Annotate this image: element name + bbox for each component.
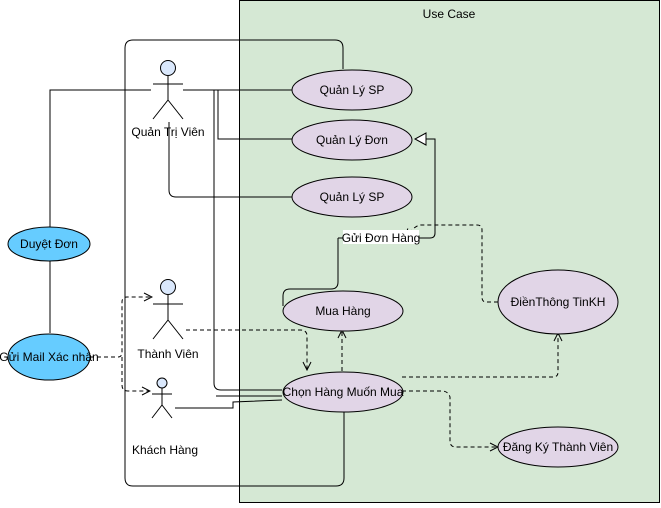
actor-customer-head	[156, 377, 168, 389]
edge-mail-member	[90, 297, 152, 358]
usecase-register-member-label: Đăng Ký Thành Viên	[503, 440, 613, 454]
edge-fillinfo-send-order	[405, 224, 498, 303]
usecase-manage-product-2[interactable]: Quản Lý SP	[291, 176, 413, 218]
actor-customer[interactable]: Khách Hàng	[132, 377, 198, 457]
edge-choose-fillinfo	[402, 333, 558, 378]
usecase-choose-goods-label: Chọn Hàng Muốn Mua	[283, 385, 404, 399]
actor-member[interactable]: Thành Viên	[137, 279, 199, 362]
edge-send-order-qldon	[338, 132, 436, 239]
edge-label-bg	[343, 230, 419, 244]
actor-admin-head	[160, 60, 176, 76]
usecase-manage-product-1[interactable]: Quản Lý SP	[291, 69, 413, 111]
usecase-register-member[interactable]: Đăng Ký Thành Viên	[497, 426, 619, 468]
external-approve-order[interactable]: Duyệt Đơn	[7, 226, 91, 262]
usecase-manage-product-2-label: Quản Lý SP	[320, 190, 385, 204]
actor-admin[interactable]: Quản Trị Viên	[131, 60, 205, 140]
edge-loop-top	[124, 39, 345, 487]
actor-member-head	[160, 279, 176, 295]
actor-admin-body	[152, 76, 184, 120]
actor-admin-label: Quản Trị Viên	[131, 125, 204, 139]
usecase-manage-order[interactable]: Quản Lý Đơn	[291, 119, 413, 161]
usecase-choose-goods[interactable]: Chọn Hàng Muốn Mua	[282, 371, 404, 413]
external-send-mail[interactable]: Gửi Mail Xác nhận	[0, 333, 99, 381]
actor-member-label: Thành Viên	[137, 347, 198, 361]
actor-customer-label: Khách Hàng	[132, 443, 198, 457]
usecase-manage-order-label: Quản Lý Đơn	[316, 133, 388, 147]
usecase-fill-customer-info[interactable]: ĐiềnThông TinKH	[497, 269, 619, 335]
edge-admin-qlsp2	[168, 122, 292, 198]
actor-customer-body	[151, 388, 173, 419]
external-send-mail-label: Gửi Mail Xác nhận	[0, 350, 99, 364]
edge-admin-choose	[213, 90, 282, 391]
external-approve-order-label: Duyệt Đơn	[20, 237, 78, 251]
usecase-buy[interactable]: Mua Hàng	[282, 290, 404, 332]
edge-approve-admin	[49, 89, 151, 228]
usecase-fill-customer-info-label: ĐiềnThông TinKH	[511, 295, 606, 309]
edge-label-send-order: Gửi Đơn Hàng	[342, 231, 421, 245]
edge-customer-choose	[175, 399, 283, 409]
edge-choose-register	[402, 390, 498, 447]
actor-member-body	[152, 295, 184, 340]
usecase-buy-label: Mua Hàng	[315, 304, 370, 318]
boundary-title: Use Case	[423, 7, 476, 21]
edge-member-choose	[186, 329, 307, 370]
edge-mail-customer	[121, 357, 150, 391]
usecase-manage-product-1-label: Quản Lý SP	[320, 83, 385, 97]
edge-buy-send-order	[282, 238, 339, 306]
